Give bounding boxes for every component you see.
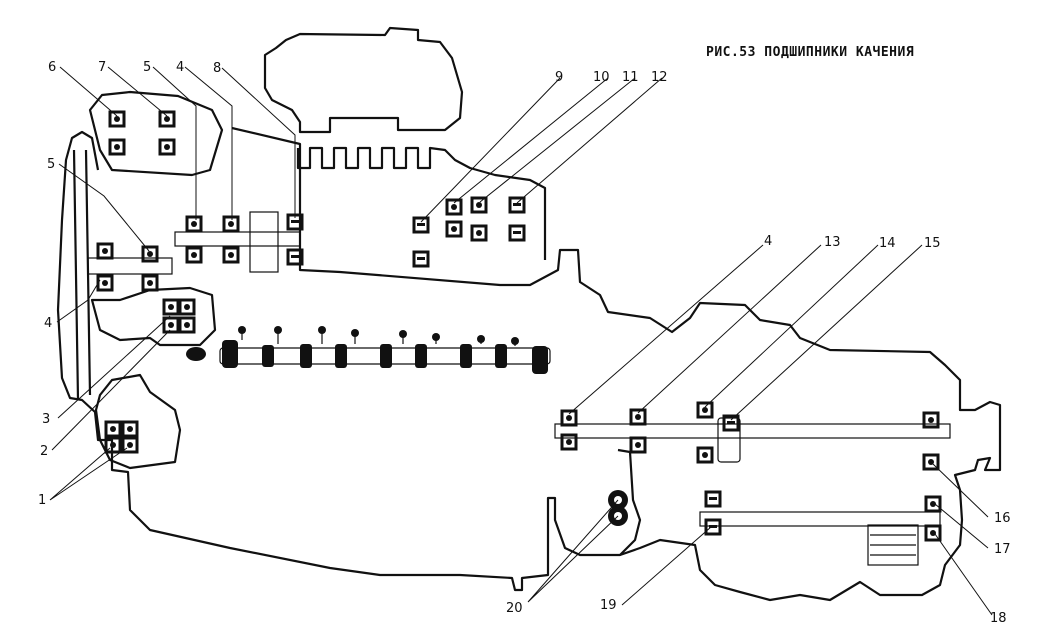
bearing [696, 401, 714, 419]
bearing [158, 138, 176, 156]
bearing [470, 224, 488, 242]
callout-14: 14 [879, 236, 896, 251]
bearing [121, 436, 139, 454]
callout-6: 6 [48, 60, 56, 75]
bearing [162, 316, 180, 334]
bearing [445, 198, 463, 216]
bearing [696, 446, 714, 464]
bearing [922, 453, 940, 471]
lower-pump-housing [94, 373, 182, 470]
gearbox-shafts [554, 417, 951, 566]
bearing [924, 524, 942, 542]
callout-labels: 6 7 5 4 8 9 10 11 12 5 4 3 2 1 4 13 14 1… [38, 60, 1011, 626]
bearing [121, 420, 139, 438]
callout-5: 5 [143, 60, 151, 75]
bearing [286, 248, 304, 266]
callout-19: 19 [600, 598, 617, 613]
cylinder-head-fins [296, 146, 547, 260]
bearing [560, 433, 578, 451]
bearing [185, 246, 203, 264]
crankcase-left [90, 286, 217, 347]
bearing [141, 245, 159, 263]
engine-block-outline [56, 126, 1002, 602]
bearing [922, 411, 940, 429]
bearing [185, 215, 203, 233]
bearing [158, 110, 176, 128]
bearing [924, 495, 942, 513]
callout-13: 13 [824, 235, 841, 250]
figure-title: РИС.53 ПОДШИПНИКИ КАЧЕНИЯ [706, 45, 914, 60]
bearing [508, 224, 526, 242]
bearing [470, 196, 488, 214]
callout-1: 1 [38, 493, 46, 508]
bearing [96, 242, 114, 260]
front-gear-housing [88, 90, 224, 177]
bearing [108, 138, 126, 156]
bearing [560, 409, 578, 427]
bearing [96, 274, 114, 292]
bearing [412, 216, 430, 234]
callout-15: 15 [924, 236, 941, 251]
callout-11: 11 [622, 70, 639, 85]
bearing [178, 316, 196, 334]
bearing [222, 215, 240, 233]
leader-lines [49, 66, 993, 616]
bearing [222, 246, 240, 264]
bearing [412, 250, 430, 268]
callout-5-left: 5 [47, 157, 55, 172]
bearing [108, 110, 126, 128]
bearing [629, 436, 647, 454]
bearing [162, 298, 180, 316]
callout-10: 10 [593, 70, 610, 85]
callout-20: 20 [506, 601, 523, 616]
callout-9: 9 [555, 70, 563, 85]
callout-4-left: 4 [44, 316, 52, 331]
callout-17: 17 [994, 542, 1011, 557]
bearing [629, 408, 647, 426]
callout-2: 2 [40, 444, 48, 459]
bearing-symbols [96, 110, 942, 542]
bearing [104, 420, 122, 438]
camshaft [186, 326, 551, 374]
callout-8: 8 [213, 61, 221, 76]
bearing [508, 196, 526, 214]
bearing [704, 518, 722, 536]
bearing [722, 414, 740, 432]
callout-16: 16 [994, 511, 1011, 526]
bearing [141, 274, 159, 292]
bearing [104, 436, 122, 454]
bearing [704, 490, 722, 508]
callout-7: 7 [98, 60, 106, 75]
callout-4-right: 4 [764, 234, 772, 249]
bearing [445, 220, 463, 238]
left-hose-outline [72, 149, 92, 401]
bearing [178, 298, 196, 316]
callout-3: 3 [42, 412, 50, 427]
callout-4: 4 [176, 60, 184, 75]
callout-12: 12 [651, 70, 668, 85]
top-cover-outline [263, 26, 464, 134]
callout-18: 18 [990, 611, 1007, 626]
